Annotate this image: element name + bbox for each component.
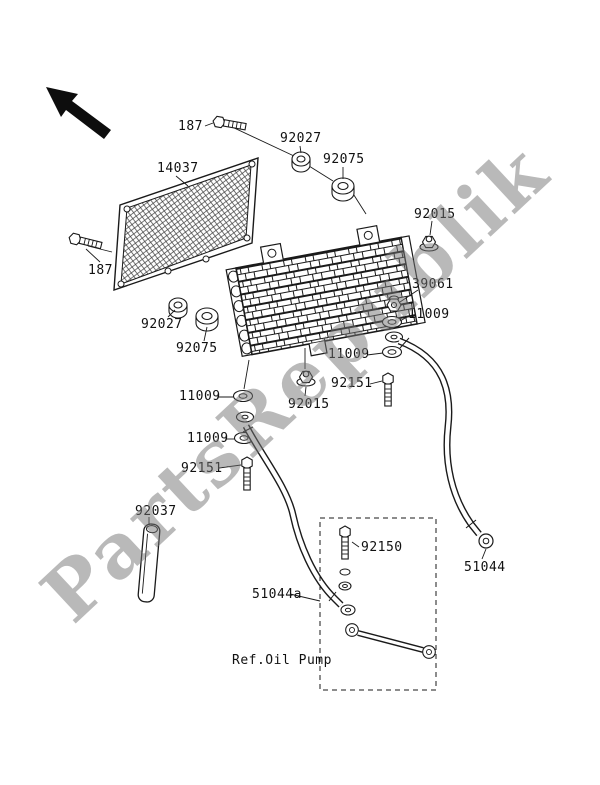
part-label-92015-upper: 92015 — [414, 207, 456, 222]
grommet-92075-upper — [331, 177, 355, 202]
bolt-92151-right — [382, 372, 394, 407]
part-label-92015-center: 92015 — [288, 397, 330, 412]
part-label-92150: 92150 — [361, 540, 403, 555]
part-label-14037: 14037 — [157, 161, 199, 176]
oil-cooler-core — [225, 224, 426, 358]
part-label-51044: 51044 — [464, 560, 506, 575]
ref-oil-pump-note: Ref.Oil Pump — [232, 653, 332, 668]
part-label-92151-left: 92151 — [181, 461, 223, 476]
fitting-39061 — [386, 295, 402, 312]
bolt-92151-left — [241, 456, 253, 491]
nut-92015-upper — [419, 235, 439, 252]
grommet-92027-lower — [168, 297, 188, 319]
bolt-187-top — [211, 115, 248, 133]
screen-14037 — [113, 156, 259, 292]
nut-92015-center — [296, 370, 316, 387]
part-label-92037: 92037 — [135, 504, 177, 519]
part-label-11009-left-upper: 11009 — [179, 389, 221, 404]
part-label-187-top: 187 — [178, 119, 203, 134]
direction-arrow-icon — [46, 87, 111, 139]
part-label-92075-upper: 92075 — [323, 152, 365, 167]
bolt-187-left — [67, 231, 104, 252]
hose-51044a — [235, 411, 356, 616]
bolt-92150 — [339, 525, 351, 560]
guard-92037 — [137, 523, 161, 603]
grommet-92075-lower — [195, 307, 219, 332]
part-label-11009-right-upper: 11009 — [408, 307, 450, 322]
part-label-187-left: 187 — [88, 263, 113, 278]
part-label-92027-upper: 92027 — [280, 131, 322, 146]
part-label-92075-lower: 92075 — [176, 341, 218, 356]
part-label-11009-right-mid: 11009 — [328, 347, 370, 362]
washer-11009-right-mid — [381, 345, 403, 359]
washer-11009-right-upper — [381, 315, 403, 329]
leader-lines — [85, 122, 487, 602]
part-label-51044a: 51044a — [252, 587, 302, 602]
part-label-92027-lower: 92027 — [141, 317, 183, 332]
part-label-92151-right: 92151 — [331, 376, 373, 391]
part-label-39061: 39061 — [412, 277, 454, 292]
part-label-11009-left-lower: 11009 — [187, 431, 229, 446]
grommet-92027-upper — [291, 151, 311, 173]
hose-51044 — [384, 331, 494, 549]
washer-11009-left-upper — [232, 389, 254, 403]
oil-pump-reference — [319, 517, 437, 691]
